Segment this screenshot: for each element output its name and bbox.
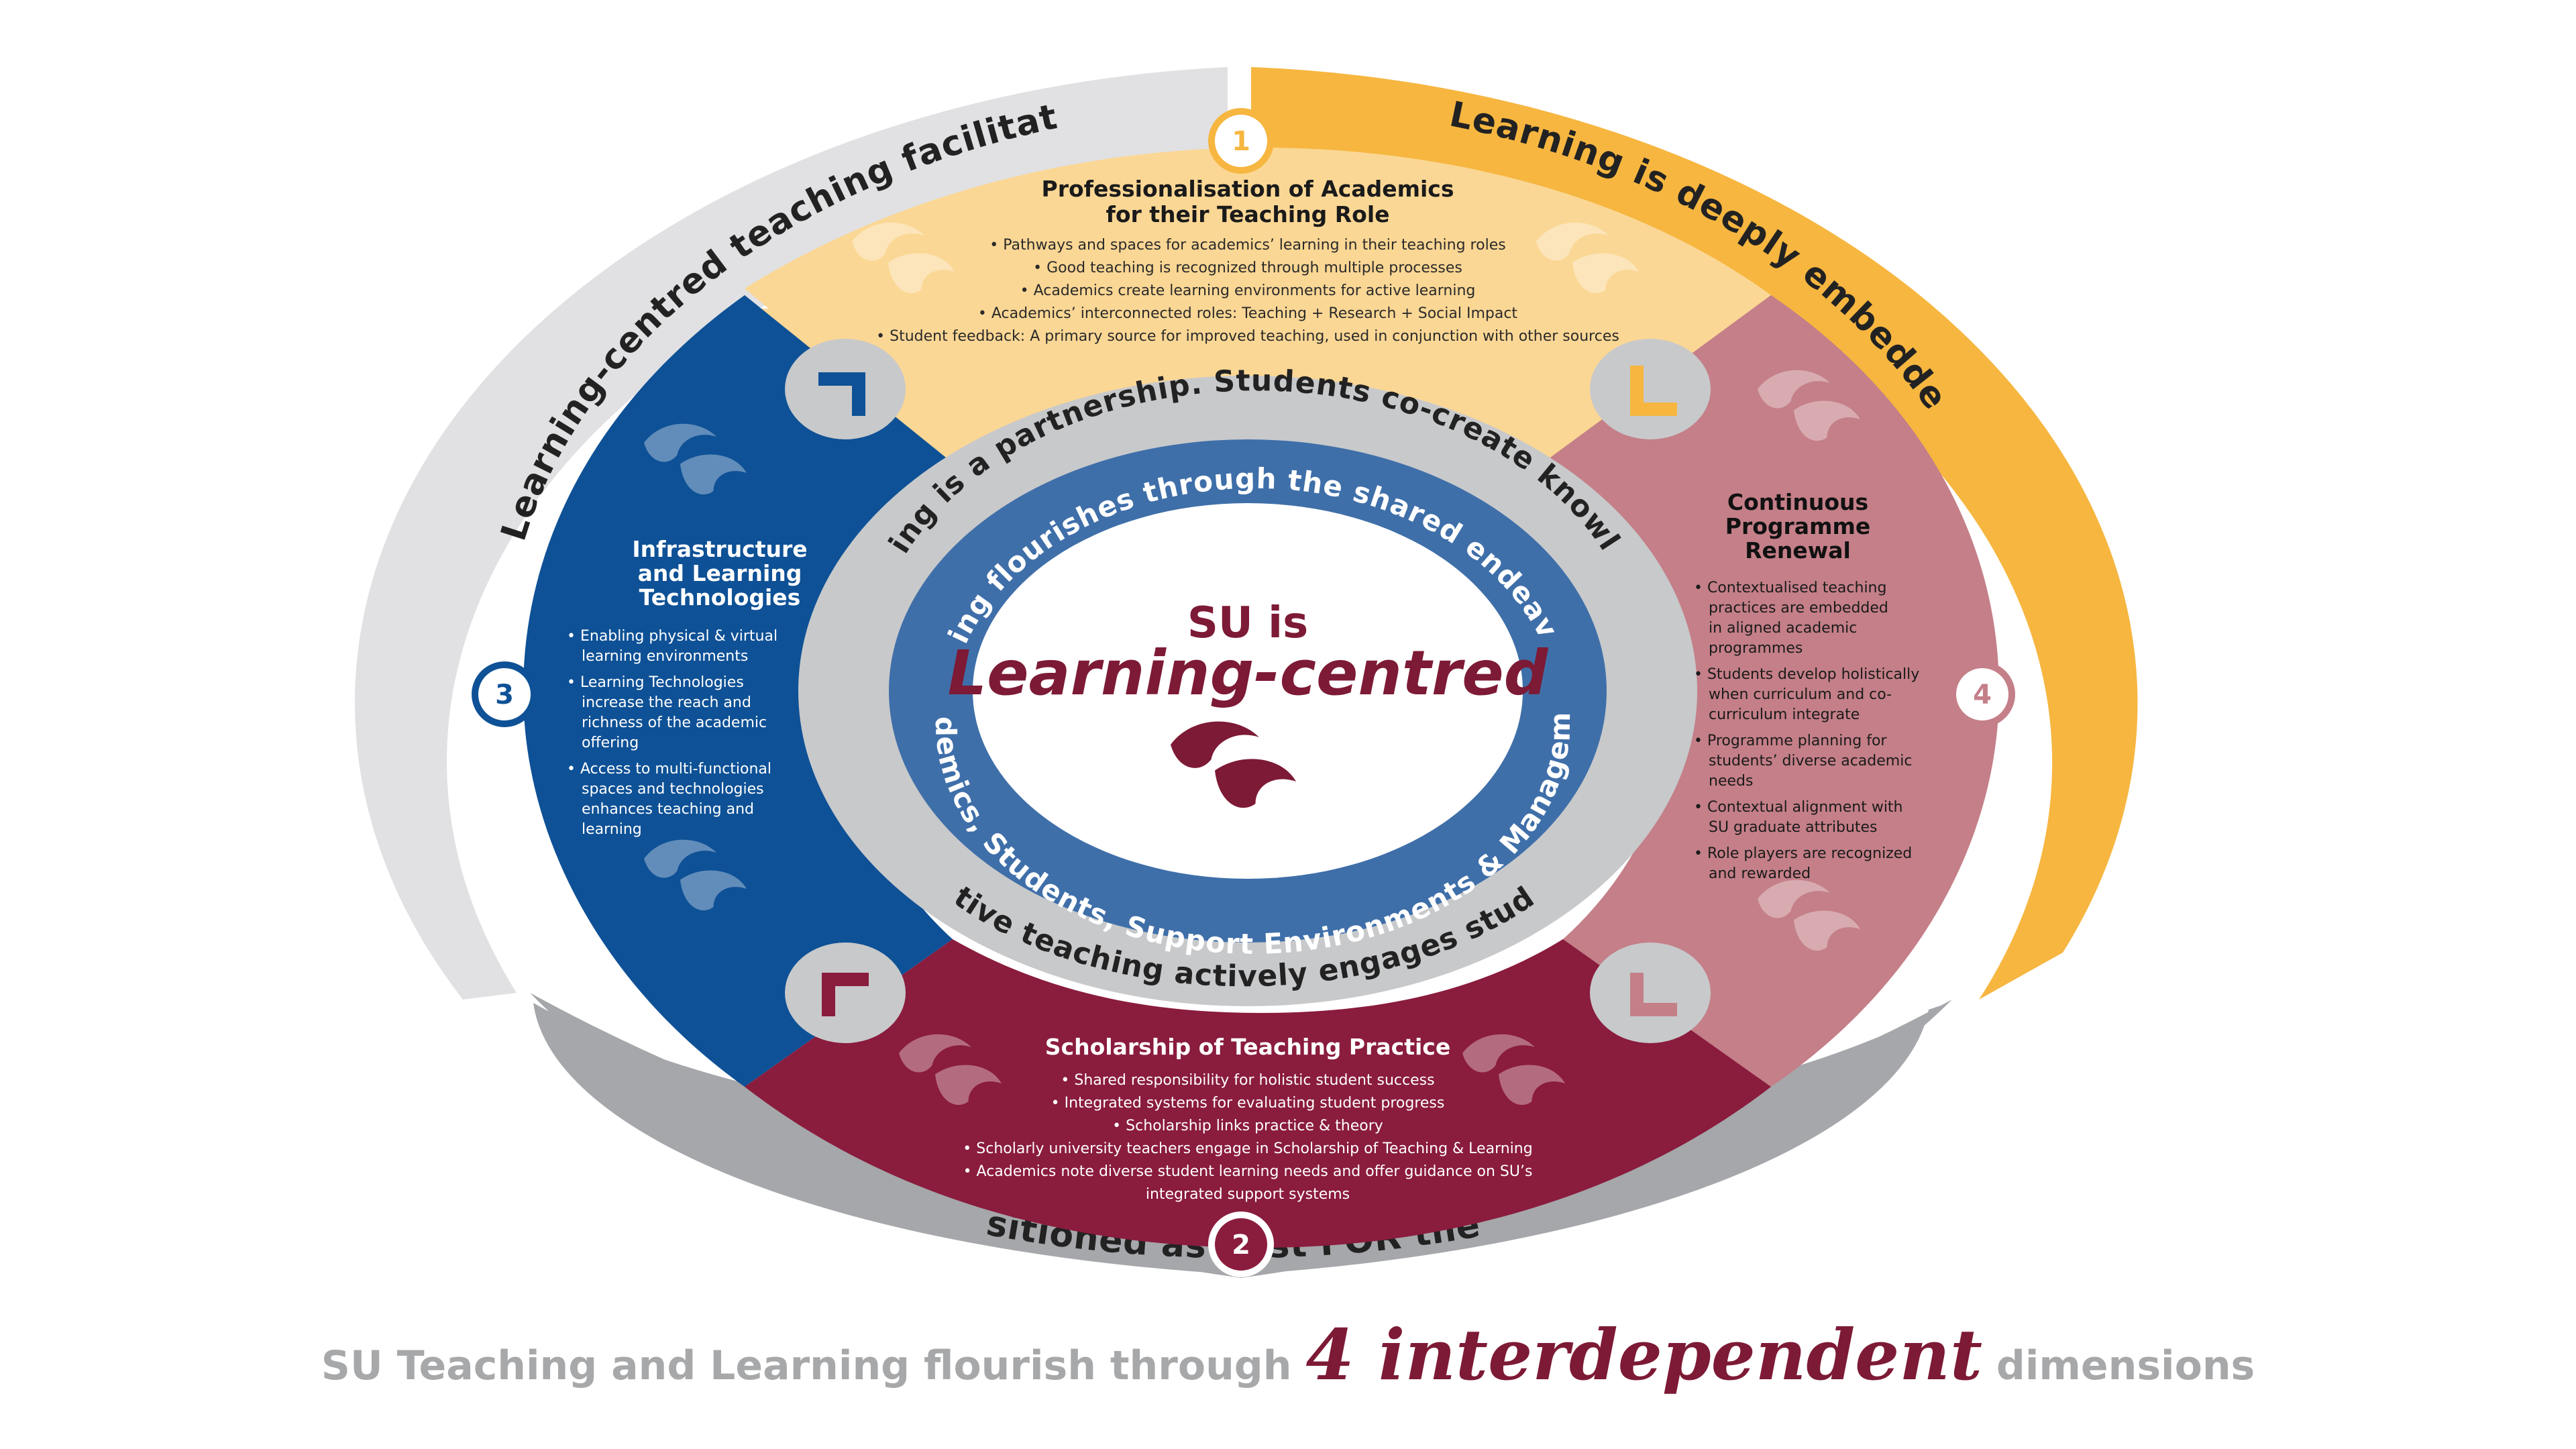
dimension-1-title-line: for their Teaching Role bbox=[1106, 201, 1389, 227]
dimension-4-content: Continuous Programme Renewal • Contextua… bbox=[1694, 489, 1919, 882]
dimension-1-bullet: • Academics create learning environments… bbox=[1020, 282, 1476, 299]
dimension-3-bullet: increase the reach and bbox=[582, 694, 751, 711]
dimension-4-badge: 4 bbox=[1949, 661, 2015, 727]
dimension-2-bullet: • Scholarship links practice & theory bbox=[1112, 1118, 1383, 1134]
dimension-3-title-line: and Learning bbox=[638, 560, 802, 586]
dimension-1-bullet: • Student feedback: A primary source for… bbox=[876, 328, 1619, 345]
connector-knobs bbox=[785, 339, 1711, 1043]
dimension-3-bullet: • Learning Technologies bbox=[567, 674, 744, 691]
dimension-3-title-line: Technologies bbox=[639, 584, 801, 610]
center-title-line1: SU is bbox=[1187, 598, 1308, 648]
dimension-4-bullet: curriculum integrate bbox=[1709, 706, 1860, 723]
dimension-2-bullet: • Scholarly university teachers engage i… bbox=[963, 1140, 1532, 1157]
corner-arrow-icon bbox=[818, 372, 865, 416]
dimension-4-bullet: SU graduate attributes bbox=[1709, 819, 1878, 836]
dimension-4-number: 4 bbox=[1973, 680, 1992, 710]
center-title-line2: Learning-centred bbox=[947, 637, 1548, 709]
corner-arrow-icon bbox=[1630, 366, 1677, 416]
dimension-3-bullet: • Access to multi-functional bbox=[567, 761, 771, 777]
dimension-4-title-line: Continuous bbox=[1727, 489, 1868, 515]
footer-caption-part3: dimensions bbox=[1982, 1342, 2255, 1389]
dimension-2-title-line: Scholarship of Teaching Practice bbox=[1045, 1034, 1451, 1060]
dimension-4-bullet: needs bbox=[1709, 773, 1753, 790]
dimension-3-title-line: Infrastructure bbox=[632, 536, 807, 562]
dimension-3-badge: 3 bbox=[472, 661, 537, 727]
dimension-3-content: Infrastructure and Learning Technologies… bbox=[567, 536, 808, 838]
dimension-4-bullet: • Role players are recognized bbox=[1694, 845, 1912, 862]
dimension-4-panel bbox=[1543, 295, 1999, 1087]
dimension-3-bullet: enhances teaching and bbox=[582, 801, 754, 818]
corner-arrow-icon bbox=[1630, 973, 1677, 1016]
dimension-1-number: 1 bbox=[1232, 126, 1250, 157]
outer-ring-grey-mid-segment bbox=[533, 1003, 1949, 1275]
center-panel bbox=[973, 503, 1523, 879]
dimension-4-bullet: in aligned academic bbox=[1709, 620, 1857, 637]
dimension-3-bullet: offering bbox=[582, 735, 639, 751]
outer-ring-grey-light-segment bbox=[354, 67, 1228, 1000]
dimension-4-bullet: • Students develop holistically bbox=[1694, 666, 1919, 683]
dimension-4-bullet: programmes bbox=[1709, 640, 1803, 657]
dimension-4-bullet: • Contextual alignment with bbox=[1694, 799, 1903, 816]
footer-caption-part1: SU Teaching and Learning flourish throug… bbox=[321, 1342, 1306, 1389]
corner-arrow-icon bbox=[822, 973, 869, 1016]
dimension-2-bullet: • Shared responsibility for holistic stu… bbox=[1061, 1072, 1434, 1089]
dimension-3-bullet: spaces and technologies bbox=[582, 781, 764, 798]
dimension-3-bullet: learning environments bbox=[582, 648, 748, 665]
dimension-4-bullet: • Programme planning for bbox=[1694, 733, 1887, 749]
dimension-3-bullet: richness of the academic bbox=[582, 714, 767, 731]
dimension-1-bullet: • Good teaching is recognized through mu… bbox=[1033, 260, 1462, 276]
dimension-2-bullet: • Academics note diverse student learnin… bbox=[963, 1163, 1533, 1180]
outer-ring-gold-segment bbox=[1251, 67, 2138, 1000]
footer-caption-emphasis: 4 interdependent bbox=[1305, 1313, 1982, 1396]
dimension-4-title-line: Renewal bbox=[1745, 537, 1851, 564]
dimension-3-bullet: • Enabling physical & virtual bbox=[567, 628, 777, 645]
footer-caption: SU Teaching and Learning flourish throug… bbox=[0, 1313, 2576, 1396]
dimension-2-bullet: • Integrated systems for evaluating stud… bbox=[1051, 1095, 1445, 1112]
dimension-3-panel bbox=[523, 295, 953, 1087]
dimension-1-content: Professionalisation of Academics for the… bbox=[876, 176, 1619, 345]
dimension-2-number: 2 bbox=[1232, 1230, 1250, 1260]
dimension-4-bullet: students’ diverse academic bbox=[1709, 753, 1912, 769]
dimension-4-bullet: • Contextualised teaching bbox=[1694, 580, 1886, 596]
dimension-3-bullet: learning bbox=[582, 821, 642, 838]
dimension-1-badge: 1 bbox=[1208, 108, 1274, 174]
dimension-2-panel bbox=[745, 939, 1771, 1248]
dimension-3-number: 3 bbox=[495, 680, 514, 710]
dimension-4-title-line: Programme bbox=[1725, 513, 1870, 539]
dimension-2-bullet: integrated support systems bbox=[1146, 1186, 1350, 1203]
outer-ring bbox=[354, 67, 2138, 1275]
dimension-2-content: Scholarship of Teaching Practice • Share… bbox=[963, 1034, 1532, 1203]
dimension-2-badge: 2 bbox=[1208, 1212, 1274, 1277]
dimension-1-bullet: • Pathways and spaces for academics’ lea… bbox=[989, 237, 1505, 254]
dimension-1-bullet: • Academics’ interconnected roles: Teach… bbox=[978, 305, 1518, 322]
dimension-4-bullet: when curriculum and co- bbox=[1709, 686, 1892, 703]
dimension-1-title-line: Professionalisation of Academics bbox=[1042, 176, 1454, 202]
dimension-4-bullet: practices are embedded bbox=[1709, 600, 1888, 616]
dimension-4-bullet: and rewarded bbox=[1709, 865, 1811, 882]
